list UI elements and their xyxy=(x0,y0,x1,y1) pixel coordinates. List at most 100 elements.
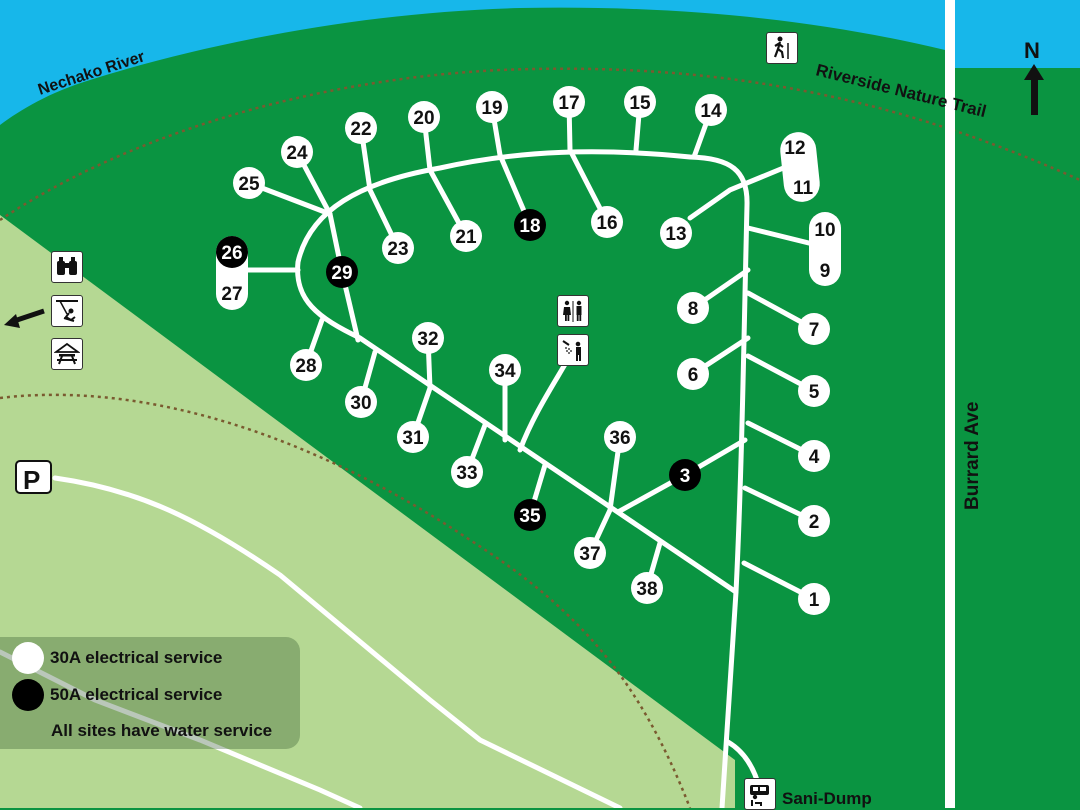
site-marker-37[interactable]: 37 xyxy=(574,537,606,569)
site-marker-10[interactable]: 10 xyxy=(814,220,835,241)
site-circle xyxy=(798,440,830,472)
binoculars-icon xyxy=(51,251,83,283)
site-marker-36[interactable]: 36 xyxy=(604,421,636,453)
site-number: 5 xyxy=(809,382,820,403)
site-circle xyxy=(450,220,482,252)
site-number: 38 xyxy=(636,579,657,600)
legend-label-30a: 30A electrical service xyxy=(50,648,223,667)
site-marker-31[interactable]: 31 xyxy=(397,421,429,453)
site-marker-34[interactable]: 34 xyxy=(489,354,521,386)
site-circle xyxy=(345,112,377,144)
site-circle xyxy=(591,206,623,238)
site-circle xyxy=(476,91,508,123)
site-circle xyxy=(408,101,440,133)
site-circle xyxy=(233,167,265,199)
site-number: 37 xyxy=(579,544,600,565)
legend-note: All sites have water service xyxy=(51,721,273,740)
site-marker-38[interactable]: 38 xyxy=(631,572,663,604)
site-number: 3 xyxy=(680,466,691,487)
site-marker-4[interactable]: 4 xyxy=(798,440,830,472)
site-number: 19 xyxy=(481,98,502,119)
site-marker-22[interactable]: 22 xyxy=(345,112,377,144)
site-marker-12[interactable]: 12 xyxy=(784,138,805,159)
site-marker-19[interactable]: 19 xyxy=(476,91,508,123)
site-circle xyxy=(798,505,830,537)
site-number: 13 xyxy=(665,224,686,245)
site-marker-16[interactable]: 16 xyxy=(591,206,623,238)
west-arrow-icon xyxy=(4,308,45,328)
site-marker-32[interactable]: 32 xyxy=(412,322,444,354)
site-marker-30[interactable]: 30 xyxy=(345,386,377,418)
site-circle xyxy=(451,456,483,488)
site-circle xyxy=(397,421,429,453)
sani-dump-icon xyxy=(744,778,776,810)
site-number: 36 xyxy=(609,428,630,449)
site-number: 4 xyxy=(809,447,820,468)
site-number: 8 xyxy=(688,299,699,320)
shower-icon xyxy=(557,334,589,366)
site-marker-35[interactable]: 35 xyxy=(514,499,546,531)
site-number: 22 xyxy=(350,119,371,140)
site-number: 14 xyxy=(700,101,722,122)
site-circle xyxy=(514,499,546,531)
site-marker-24[interactable]: 24 xyxy=(281,136,313,168)
sani-dump-label: Sani-Dump xyxy=(782,789,872,808)
site-number: 27 xyxy=(221,284,242,305)
site-marker-9[interactable]: 9 xyxy=(820,261,831,282)
site-marker-15[interactable]: 15 xyxy=(624,86,656,118)
site-circle xyxy=(695,94,727,126)
site-marker-11[interactable]: 11 xyxy=(793,178,814,199)
site-marker-26[interactable]: 26 xyxy=(216,236,248,268)
site-marker-6[interactable]: 6 xyxy=(677,358,709,390)
site-marker-3[interactable]: 3 xyxy=(669,459,701,491)
site-number: 17 xyxy=(558,93,579,114)
site-circle xyxy=(290,349,322,381)
site-number: 11 xyxy=(793,178,814,199)
site-number: 7 xyxy=(809,320,820,341)
black-dot-icon xyxy=(12,679,44,711)
site-number: 9 xyxy=(820,261,831,282)
site-marker-25[interactable]: 25 xyxy=(233,167,265,199)
site-marker-20[interactable]: 20 xyxy=(408,101,440,133)
site-marker-7[interactable]: 7 xyxy=(798,313,830,345)
site-number: 2 xyxy=(809,512,820,533)
field-trail xyxy=(0,393,692,808)
site-circle xyxy=(382,232,414,264)
site-circle xyxy=(660,217,692,249)
site-marker-21[interactable]: 21 xyxy=(450,220,482,252)
site-circle xyxy=(553,86,585,118)
site-circle xyxy=(412,322,444,354)
roads xyxy=(0,99,828,808)
site-marker-23[interactable]: 23 xyxy=(382,232,414,264)
site-marker-14[interactable]: 14 xyxy=(695,94,727,126)
picnic-table-icon xyxy=(51,338,83,370)
site-number: 16 xyxy=(596,213,617,234)
site-marker-29[interactable]: 29 xyxy=(326,256,358,288)
site-marker-13[interactable]: 13 xyxy=(660,217,692,249)
site-number: 20 xyxy=(413,108,434,129)
site-circle xyxy=(677,292,709,324)
site-number: 1 xyxy=(809,590,820,611)
campsites: 1234567891011121314151617181920212223242… xyxy=(216,86,836,615)
site-marker-18[interactable]: 18 xyxy=(514,209,546,241)
site-marker-27[interactable]: 27 xyxy=(221,284,242,305)
site-marker-17[interactable]: 17 xyxy=(553,86,585,118)
north-label: N xyxy=(1024,38,1040,63)
legend-item-50a: 50A electrical service xyxy=(12,679,222,711)
site-marker-2[interactable]: 2 xyxy=(798,505,830,537)
site-marker-28[interactable]: 28 xyxy=(290,349,322,381)
site-number: 30 xyxy=(350,393,371,414)
site-marker-1[interactable]: 1 xyxy=(798,583,830,615)
hiker-icon xyxy=(766,32,798,64)
site-number: 29 xyxy=(331,263,352,284)
site-number: 25 xyxy=(238,174,260,195)
site-marker-5[interactable]: 5 xyxy=(798,375,830,407)
site-marker-33[interactable]: 33 xyxy=(451,456,483,488)
site-circle xyxy=(326,256,358,288)
site-marker-8[interactable]: 8 xyxy=(677,292,709,324)
white-dot-icon xyxy=(12,642,44,674)
site-circle xyxy=(489,354,521,386)
river-east xyxy=(955,0,1080,68)
site-number: 18 xyxy=(519,216,540,237)
